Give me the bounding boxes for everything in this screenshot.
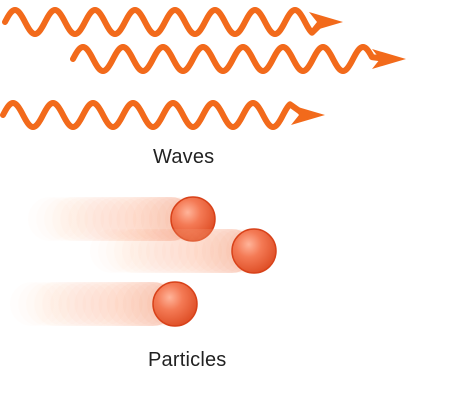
particle-2 — [112, 228, 277, 274]
wave-line — [70, 44, 389, 74]
particle-3 — [32, 281, 198, 327]
wave-2 — [70, 44, 406, 74]
motion-trail-band — [112, 229, 254, 273]
wave-3 — [0, 100, 325, 130]
arrowhead-icon — [291, 105, 325, 125]
arrowhead-icon — [372, 49, 406, 69]
particle-ball — [231, 228, 277, 274]
motion-trail-band — [32, 282, 175, 326]
particles-group — [32, 196, 277, 327]
wave-line — [0, 100, 308, 130]
waves-group — [0, 7, 406, 130]
arrowhead-icon — [309, 12, 343, 32]
waves-label: Waves — [153, 146, 215, 168]
wave-1 — [2, 7, 343, 37]
wave-line — [2, 7, 326, 37]
particles-label: Particles — [148, 349, 227, 371]
particle-ball — [152, 281, 198, 327]
